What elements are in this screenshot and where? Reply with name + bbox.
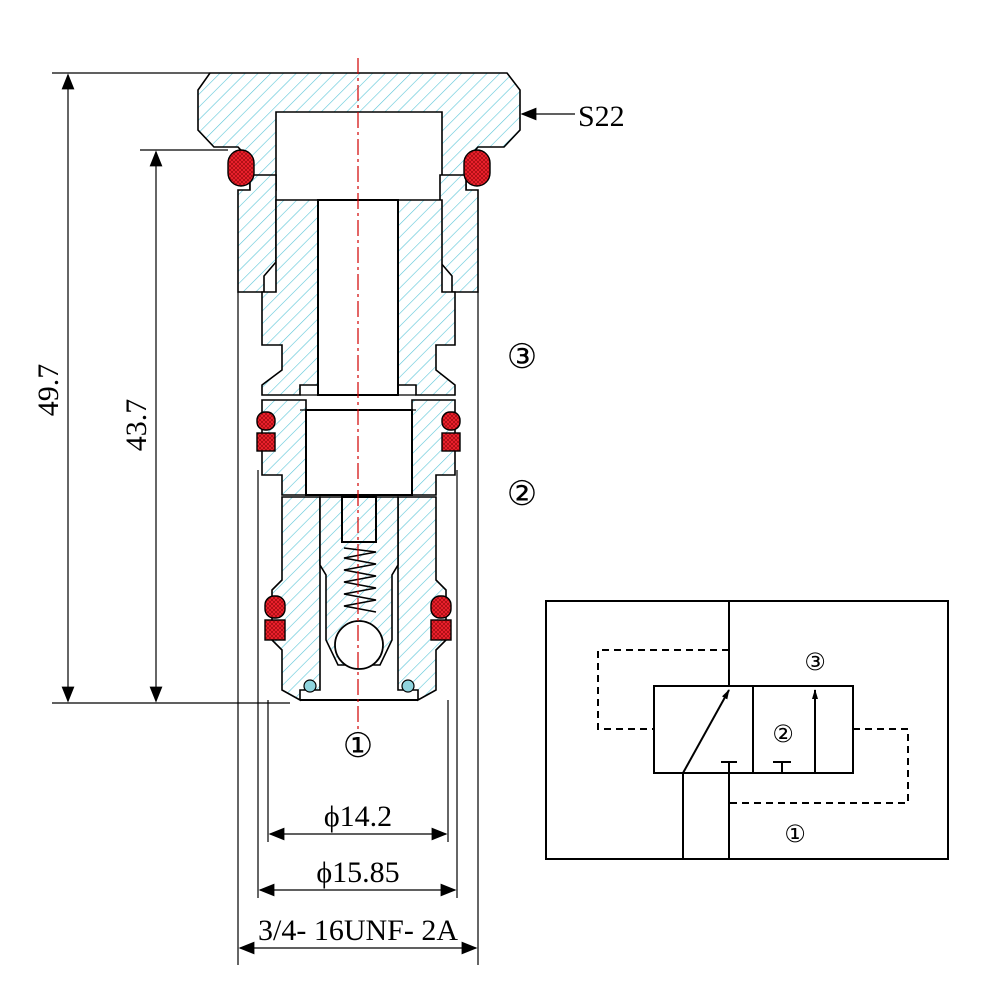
dim-dia-small: ϕ14.2 [324, 800, 392, 833]
sleeve-left [237, 174, 277, 293]
dim-thread: 3/4- 16UNF- 2A [258, 914, 458, 947]
valve-envelope-left [653, 685, 754, 774]
cage-upper-right [397, 199, 456, 396]
port-1-label: ① [343, 726, 373, 766]
hydraulic-schematic: ③ ② ① [545, 600, 949, 860]
schematic-port-3: ③ [804, 648, 826, 676]
seat-piece [319, 496, 399, 666]
port-2-label: ② [507, 474, 537, 514]
valve-envelope-right [752, 685, 854, 774]
spring [343, 547, 377, 613]
valve-section [197, 58, 521, 730]
dimension-lines [52, 72, 575, 965]
schematic-port-1: ① [784, 820, 806, 848]
dim-dia-large: ϕ15.85 [316, 856, 399, 889]
hex-head [197, 72, 521, 191]
oring-top-right [463, 149, 491, 187]
schematic-frame [545, 600, 949, 860]
dim-overall-length: 49.7 [32, 364, 65, 417]
ball [334, 620, 384, 670]
sleeve-right [439, 174, 479, 293]
lower-body-left [271, 496, 321, 702]
port-3-label: ③ [507, 337, 537, 377]
oring-top-left [227, 149, 255, 187]
dimension-labels: 49.7 43.7 ϕ14.2 ϕ15.85 3/4- 16UNF- 2A S2… [32, 100, 625, 947]
dim-hex: S22 [578, 100, 625, 133]
port-labels: ③ ② ① [343, 337, 537, 766]
dim-insert-length: 43.7 [120, 399, 153, 452]
schematic-port-2: ② [772, 720, 794, 748]
